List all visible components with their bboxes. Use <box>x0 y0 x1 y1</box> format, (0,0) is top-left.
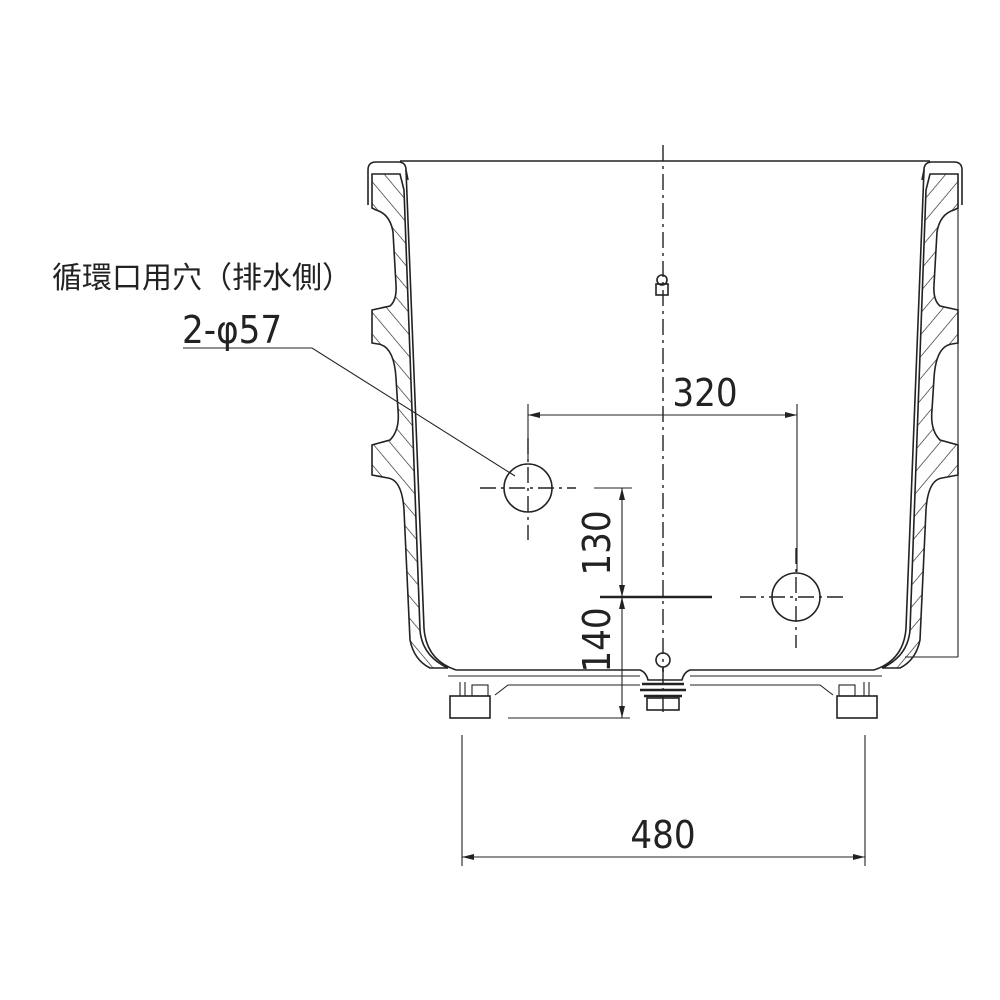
tub-floor <box>456 669 874 681</box>
circulation-hole-right <box>740 548 848 648</box>
right-foot <box>836 682 878 719</box>
hole-spec-label: 2-φ57 <box>182 308 282 352</box>
base-frame <box>494 684 834 696</box>
circulation-hole-left <box>480 438 576 540</box>
dimension-480: 480 <box>461 735 866 866</box>
dimension-480-label: 480 <box>630 813 695 857</box>
annotation-label: 循環口用穴（排水側） <box>52 261 352 296</box>
left-wall-section <box>367 161 457 671</box>
dimension-130-label: 130 <box>575 510 619 575</box>
left-foot <box>449 682 491 719</box>
overflow-knob <box>655 274 669 296</box>
leader-line <box>183 347 516 477</box>
dimension-320: 320 <box>527 371 798 572</box>
dimension-140-label: 140 <box>575 607 619 672</box>
dimension-320-label: 320 <box>672 371 737 415</box>
dimension-130-140: 130 140 <box>508 487 712 719</box>
right-wall-section <box>873 161 963 671</box>
